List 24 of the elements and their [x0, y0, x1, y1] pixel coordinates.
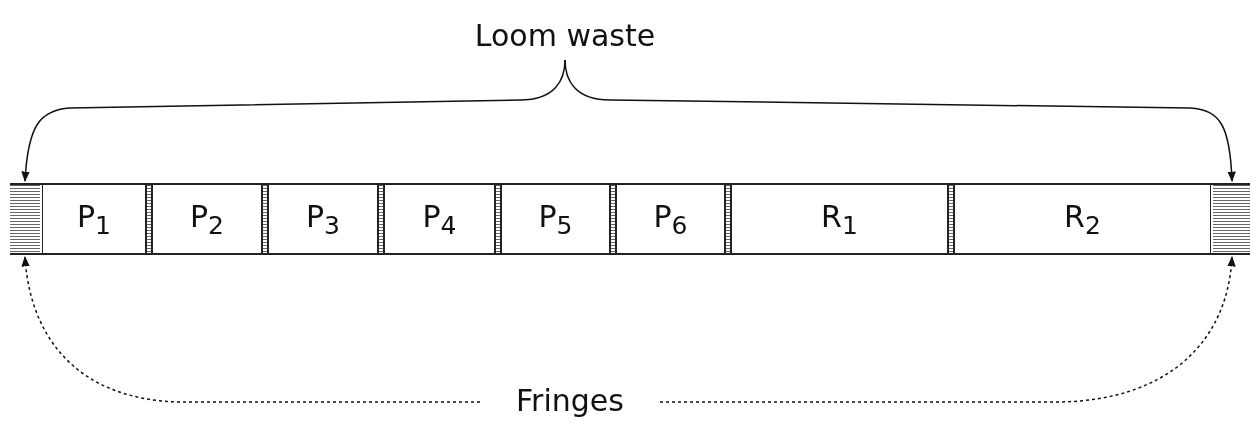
segment-cell [268, 185, 378, 253]
dashed-arrow [659, 255, 1236, 403]
segment-cell [152, 185, 262, 253]
segment-label: P$_{2}$ [190, 198, 224, 240]
segment-label: P$_{5}$ [538, 198, 573, 240]
segment-cell [731, 185, 948, 253]
brace-arrow [564, 59, 1236, 183]
segment-label: P$_{1}$ [77, 198, 111, 240]
segment-cell [616, 185, 725, 253]
segment-label: R$_{2}$ [1064, 198, 1101, 240]
annotation-text: Fringes [480, 375, 660, 425]
annotation-text: Loom waste [470, 10, 660, 60]
segment-label: P$_{4}$ [422, 198, 457, 240]
hatched-fringe [1213, 185, 1250, 253]
segment-label: P$_{6}$ [653, 198, 688, 240]
segment-cell [954, 185, 1211, 253]
segment-cell [384, 185, 495, 253]
strip-bar [10, 183, 1250, 255]
hatched-fringe [10, 185, 40, 253]
dashed-arrow [21, 255, 481, 403]
segment-label: R$_{1}$ [821, 198, 858, 240]
segment-cell [42, 185, 146, 253]
segment-cell [501, 185, 610, 253]
segment-label: P$_{3}$ [306, 198, 340, 240]
